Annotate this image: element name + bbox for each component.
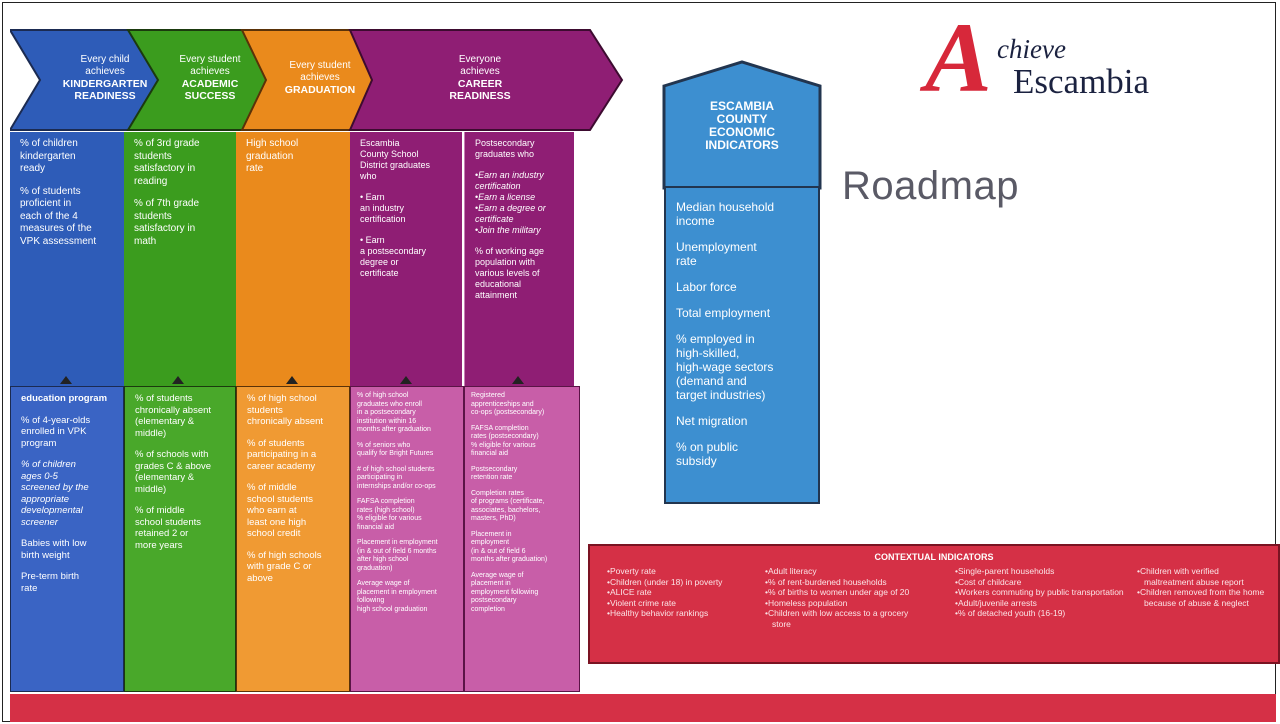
logo-letter: A [925, 2, 992, 113]
indicator: % of students chronically absent (elemen… [135, 393, 212, 439]
indicator: Unemployment rate [676, 240, 757, 268]
indicator: % of 3rd grade students satisfactory in … [134, 138, 200, 187]
indicator: % of high school students chronically ab… [247, 393, 324, 427]
indicator: % of working age population with various… [475, 246, 545, 300]
postsecondary-bullets: Earn an industry certification Earn a li… [475, 170, 566, 236]
economic-indicators-header [662, 60, 822, 190]
indicator: Total employment [676, 306, 771, 320]
indicator: % of 7th grade students satisfactory in … [134, 198, 200, 247]
list-item: Healthy behavior rankings [606, 608, 756, 619]
contextual-list-1: Poverty rate Children (under 18) in pove… [606, 566, 756, 619]
indicator: Net migration [676, 414, 748, 428]
career-bottom-column-a: % of high school graduates who enroll in… [350, 386, 464, 692]
indicator: % of 4-year-olds enrolled in VPK program [21, 414, 91, 449]
indicator: High school graduation rate [246, 138, 299, 174]
indicator: % of children ages 0-5 screened by the a… [21, 459, 89, 528]
list-item: ALICE rate [606, 587, 756, 598]
indicator: Average wage of placement in employment … [357, 580, 437, 613]
indicator: • Earn a postsecondary degree or certifi… [360, 235, 427, 278]
indicator: % of middle school students retained 2 o… [135, 505, 202, 551]
indicator: % on public subsidy [676, 440, 739, 468]
logo-word-escambia: Escambia [1013, 62, 1150, 101]
indicator: education program [21, 393, 108, 404]
list-item: Violent crime rate [606, 598, 756, 609]
list-item: Adult literacy [764, 566, 924, 577]
career-district-top-column: Escambia County School District graduate… [350, 132, 462, 386]
banner-label-academic: Every student achieves ACADEMIC SUCCESS [179, 54, 241, 102]
banner-label-career: Everyone achieves CAREER READINESS [449, 54, 511, 102]
page-title: Roadmap [842, 164, 1019, 208]
contextual-list-2: Adult literacy % of rent-burdened househ… [764, 566, 924, 629]
bullet: Earn a license [475, 192, 566, 203]
graduation-bottom-column: % of high school students chronically ab… [236, 386, 350, 692]
footer-bar [10, 694, 1276, 722]
indicator: % of students participating in a career … [247, 437, 317, 472]
indicator: Completion rates of programs (certificat… [471, 489, 545, 523]
notch-marker [172, 376, 184, 384]
contextual-list-4: Children with verified maltreatment abus… [1136, 566, 1266, 608]
indicator: % of high schools with grade C or above [247, 549, 322, 584]
graduation-top-column: High school graduation rate [236, 132, 350, 386]
indicator: Median household income [676, 200, 775, 228]
list-item: % of births to women under age of 20 [764, 587, 924, 598]
bullet: Earn a degree or certificate [475, 203, 566, 225]
bullet: Join the military [475, 225, 566, 236]
indicator: Placement in employment (in & out of fie… [357, 539, 438, 572]
list-item: Poverty rate [606, 566, 756, 577]
notch-marker [512, 376, 524, 384]
list-item: Homeless population [764, 598, 924, 609]
indicator: Postsecondary retention rate [471, 465, 518, 482]
list-item: Single-parent households [954, 566, 1124, 577]
achieve-escambia-logo: A chieve Escambia [925, 8, 1205, 120]
indicator: % of children kindergarten ready [20, 138, 78, 174]
indicator: Registered apprenticeships and co-ops (p… [471, 392, 545, 416]
logo-word-achieve: chieve [997, 34, 1066, 64]
goal-banner [10, 29, 624, 131]
indicator: Escambia County School District graduate… [360, 138, 431, 181]
indicator: Postsecondary graduates who [475, 138, 535, 159]
notch-marker [60, 376, 72, 384]
academic-top-column: % of 3rd grade students satisfactory in … [124, 132, 236, 386]
indicator: Placement in employment (in & out of fie… [471, 530, 548, 564]
banner-label-kindergarten: Every child achieves KINDERGARTEN READIN… [62, 54, 148, 102]
bullet: Earn an industry certification [475, 170, 566, 192]
list-item: Children removed from the home because o… [1136, 587, 1266, 608]
notch-marker [400, 376, 412, 384]
academic-bottom-column: % of students chronically absent (elemen… [124, 386, 236, 692]
economic-indicators-title: ESCAMBIA COUNTY ECONOMIC INDICATORS [705, 99, 779, 152]
indicator: % employed in high-skilled, high-wage se… [676, 332, 774, 402]
indicator: • Earn an industry certification [360, 192, 406, 224]
indicator: Average wage of placement in employment … [471, 571, 539, 613]
indicator: % of seniors who qualify for Bright Futu… [357, 441, 434, 458]
banner-label-graduation: Every student achieves GRADUATION [284, 60, 356, 96]
list-item: Children with verified maltreatment abus… [1136, 566, 1266, 587]
career-bottom-column-b: Registered apprenticeships and co-ops (p… [464, 386, 580, 692]
indicator: FAFSA completion rates (high school) % e… [357, 498, 422, 531]
list-item: % of rent-burdened households [764, 577, 924, 588]
notch-marker [286, 376, 298, 384]
banner-segment-career [348, 29, 624, 131]
career-postsecondary-top-column: Postsecondary graduates who Earn an indu… [464, 132, 574, 386]
indicator: Pre-term birth rate [21, 571, 80, 594]
kindergarten-bottom-column: education program % of 4-year-olds enrol… [10, 386, 124, 692]
list-item: Workers commuting by public transportati… [954, 587, 1124, 598]
indicator: % of high school graduates who enroll in… [357, 392, 431, 433]
indicator: % of middle school students who earn at … [247, 482, 314, 539]
indicator: % of schools with grades C & above (elem… [135, 449, 212, 495]
kindergarten-top-column: % of children kindergarten ready % of st… [10, 132, 124, 386]
contextual-list-3: Single-parent households Cost of childca… [954, 566, 1124, 619]
indicator: Babies with low birth weight [21, 538, 87, 561]
economic-indicators-list: Median household income Unemployment rat… [664, 186, 820, 504]
contextual-indicators-box: CONTEXTUAL INDICATORS Poverty rate Child… [588, 544, 1280, 664]
list-item: Cost of childcare [954, 577, 1124, 588]
list-item: % of detached youth (16-19) [954, 608, 1124, 619]
contextual-title: CONTEXTUAL INDICATORS [874, 552, 994, 562]
indicator: # of high school students participating … [357, 465, 436, 490]
indicator: % of students proficient in each of the … [20, 185, 97, 247]
list-item: Children with low access to a grocery st… [764, 608, 924, 629]
list-item: Children (under 18) in poverty [606, 577, 756, 588]
indicator: Labor force [676, 280, 737, 294]
list-item: Adult/juvenile arrests [954, 598, 1124, 609]
indicator: FAFSA completion rates (postsecondary) %… [471, 424, 539, 458]
